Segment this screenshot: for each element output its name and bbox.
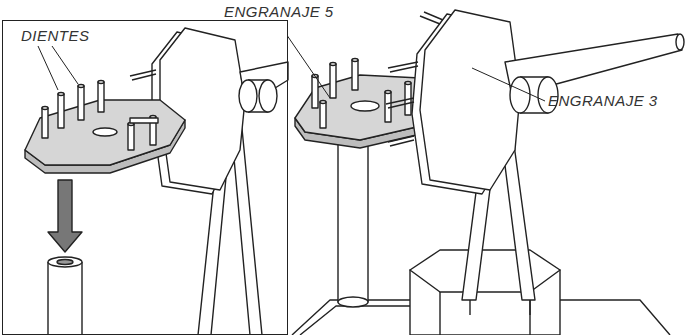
base-block <box>410 250 560 292</box>
inset-gear-5-plate <box>93 128 117 136</box>
gear-3-teeth <box>386 98 414 108</box>
gear-5-shaft <box>338 130 368 307</box>
inset-gear-3-plate <box>160 28 245 190</box>
inset-teeth <box>58 93 64 96</box>
gear-3-plate <box>412 10 520 194</box>
inset-teeth <box>98 81 104 84</box>
inset-teeth <box>58 94 64 128</box>
floor-frame <box>560 300 670 335</box>
gear-3-teeth <box>420 12 443 24</box>
inset-teeth <box>98 82 104 112</box>
gear-5-shaft <box>338 130 368 302</box>
gear-5-teeth <box>352 59 358 62</box>
gear-5-shaft <box>338 297 368 307</box>
inset-arm <box>239 80 257 112</box>
gear-3-teeth <box>388 62 418 72</box>
inset-socket <box>48 262 82 335</box>
gear-5-teeth <box>330 64 336 98</box>
gear-3-teeth <box>388 136 414 146</box>
inset-teeth <box>130 118 158 123</box>
gear-5-teeth <box>320 101 326 104</box>
inset-teeth <box>128 124 134 150</box>
inset-insert-arrow <box>48 180 82 252</box>
gear-5-teeth <box>330 63 336 66</box>
inset-socket <box>57 260 73 265</box>
gear-5-plate <box>351 101 379 111</box>
inset-gear-5-plate <box>25 100 185 173</box>
inset-leader-lines <box>52 46 78 84</box>
support-frame <box>470 300 530 315</box>
gear-5-teeth <box>352 60 358 90</box>
gear-3-teeth <box>386 12 443 146</box>
leader-lines <box>282 28 545 101</box>
inset-arm <box>259 80 277 112</box>
leader-lines <box>472 68 545 101</box>
hub <box>510 77 530 113</box>
inset-gear-5-plate <box>25 100 185 165</box>
inset-frame: DIENTES <box>2 20 288 335</box>
gear-3-plate <box>420 10 520 190</box>
inset-arm <box>239 62 288 112</box>
part-label: ENGRANAJE 5 <box>224 3 334 21</box>
inset-leader-lines <box>38 46 78 90</box>
base-block <box>440 292 530 335</box>
inset-gear-3-teeth <box>130 70 156 80</box>
part-label: DIENTES <box>21 27 90 45</box>
gear-5-teeth <box>385 91 391 94</box>
gear-5-teeth <box>405 82 411 85</box>
inset-background <box>2 20 288 335</box>
inset-socket <box>48 257 82 267</box>
arm-bar <box>676 34 684 50</box>
gear-5-teeth <box>312 76 318 108</box>
gear-5-teeth <box>320 102 326 128</box>
inset-teeth <box>78 86 84 120</box>
base-block <box>410 250 560 335</box>
inset-leader-lines <box>38 46 58 90</box>
inset-teeth <box>42 108 48 138</box>
inset-teeth <box>78 85 84 88</box>
floor-frame <box>300 306 420 335</box>
inset-insert-arrow <box>48 180 82 252</box>
leader-lines <box>282 28 330 98</box>
inset-teeth <box>42 107 48 110</box>
inset-socket <box>48 257 82 335</box>
inset-teeth <box>42 81 158 151</box>
part-label: ENGRANAJE 3 <box>548 92 658 110</box>
